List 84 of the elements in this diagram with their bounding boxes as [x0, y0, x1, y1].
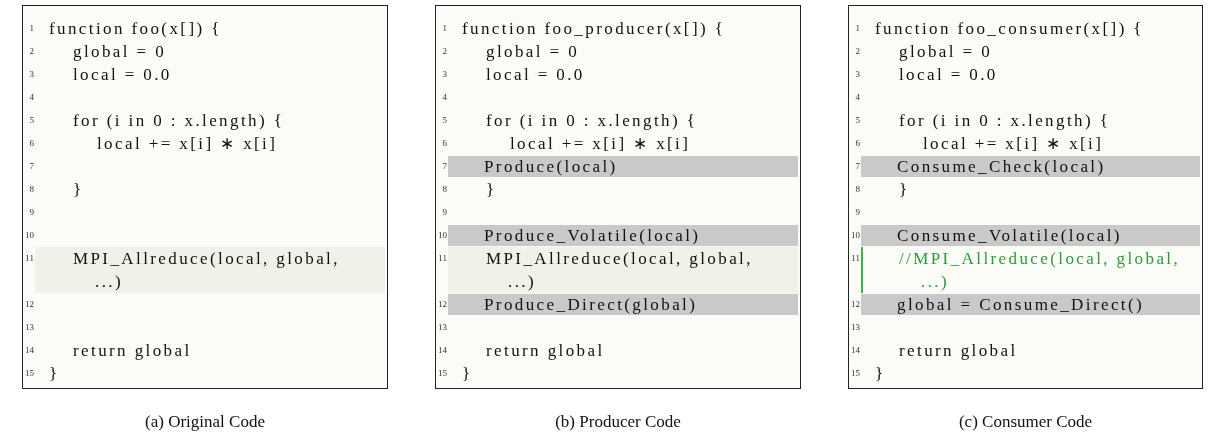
- line-number: 13: [850, 321, 860, 334]
- line-number: 8: [28, 183, 34, 196]
- line-number: 5: [854, 114, 860, 127]
- line-number: 5: [28, 114, 34, 127]
- code-line: for (i in 0 : x.length) {: [73, 110, 285, 132]
- line-number: 4: [28, 91, 34, 104]
- code-line: Consume_Volatile(local): [897, 225, 1122, 246]
- line-number: 4: [854, 91, 860, 104]
- code-line: Produce(local): [484, 156, 618, 177]
- line-number: 7: [854, 160, 860, 173]
- line-number: 13: [24, 321, 34, 334]
- code-line: function foo_producer(x[]) {: [462, 18, 726, 40]
- line-number: 1: [441, 22, 447, 35]
- line-number: 6: [854, 137, 860, 150]
- line-number: 12: [850, 298, 860, 311]
- code-line: local = 0.0: [73, 64, 172, 86]
- code-line: return global: [486, 340, 605, 362]
- code-line: Consume_Check(local): [897, 156, 1106, 177]
- figure-caption: (c) Consumer Code: [957, 412, 1094, 432]
- figure-caption: (a) Original Code: [144, 412, 266, 432]
- code-panel: [435, 5, 801, 389]
- code-line: local += x[i] ∗ x[i]: [97, 133, 278, 155]
- code-line: function foo_consumer(x[]) {: [875, 18, 1144, 40]
- line-number: 10: [850, 229, 860, 242]
- code-line: function foo(x[]) {: [49, 18, 222, 40]
- line-number: 5: [441, 114, 447, 127]
- code-line: MPI_Allreduce(local, global, ...): [486, 248, 754, 293]
- line-number: 1: [854, 22, 860, 35]
- code-line: local = 0.0: [899, 64, 998, 86]
- line-number: 8: [854, 183, 860, 196]
- line-number: 4: [441, 91, 447, 104]
- code-line: global = 0: [899, 41, 993, 63]
- line-number: 7: [28, 160, 34, 173]
- line-number: 10: [24, 229, 34, 242]
- code-line: for (i in 0 : x.length) {: [486, 110, 698, 132]
- line-number: 14: [24, 344, 34, 357]
- line-number: 12: [437, 298, 447, 311]
- line-number: 11: [24, 252, 34, 265]
- code-line: local += x[i] ∗ x[i]: [510, 133, 691, 155]
- line-number: 7: [441, 160, 447, 173]
- code-line: //MPI_Allreduce(local, global, ...): [899, 248, 1182, 293]
- line-number: 3: [441, 68, 447, 81]
- code-panel: [848, 5, 1203, 389]
- line-number: 15: [850, 367, 860, 380]
- line-number: 3: [28, 68, 34, 81]
- code-line: global = 0: [73, 41, 167, 63]
- code-line: MPI_Allreduce(local, global, ...): [73, 248, 341, 293]
- code-line: }: [899, 179, 910, 201]
- line-number: 15: [437, 367, 447, 380]
- line-number: 11: [850, 252, 860, 265]
- line-number: 6: [28, 137, 34, 150]
- code-line: }: [462, 363, 473, 385]
- code-line: local += x[i] ∗ x[i]: [923, 133, 1104, 155]
- code-line: }: [73, 179, 84, 201]
- line-number: 2: [441, 45, 447, 58]
- code-line: global = 0: [486, 41, 580, 63]
- line-number: 3: [854, 68, 860, 81]
- line-number: 13: [437, 321, 447, 334]
- line-number: 15: [24, 367, 34, 380]
- code-line: Produce_Volatile(local): [484, 225, 701, 246]
- line-number: 14: [850, 344, 860, 357]
- line-number: 12: [24, 298, 34, 311]
- code-line: }: [486, 179, 497, 201]
- code-line: local = 0.0: [486, 64, 585, 86]
- line-number: 11: [437, 252, 447, 265]
- line-number: 9: [441, 206, 447, 219]
- line-number: 2: [28, 45, 34, 58]
- code-line: }: [875, 363, 886, 385]
- code-line: Produce_Direct(global): [484, 294, 698, 315]
- line-number: 9: [28, 206, 34, 219]
- code-panel: [22, 5, 388, 389]
- line-number: 1: [28, 22, 34, 35]
- code-line: for (i in 0 : x.length) {: [899, 110, 1111, 132]
- code-line: return global: [73, 340, 192, 362]
- code-line: return global: [899, 340, 1018, 362]
- line-number: 2: [854, 45, 860, 58]
- line-number: 6: [441, 137, 447, 150]
- line-number: 8: [441, 183, 447, 196]
- line-number: 14: [437, 344, 447, 357]
- line-number: 9: [854, 206, 860, 219]
- figure-caption: (b) Producer Code: [554, 412, 682, 432]
- code-line: global = Consume_Direct(): [897, 294, 1145, 315]
- code-line: }: [49, 363, 60, 385]
- line-number: 10: [437, 229, 447, 242]
